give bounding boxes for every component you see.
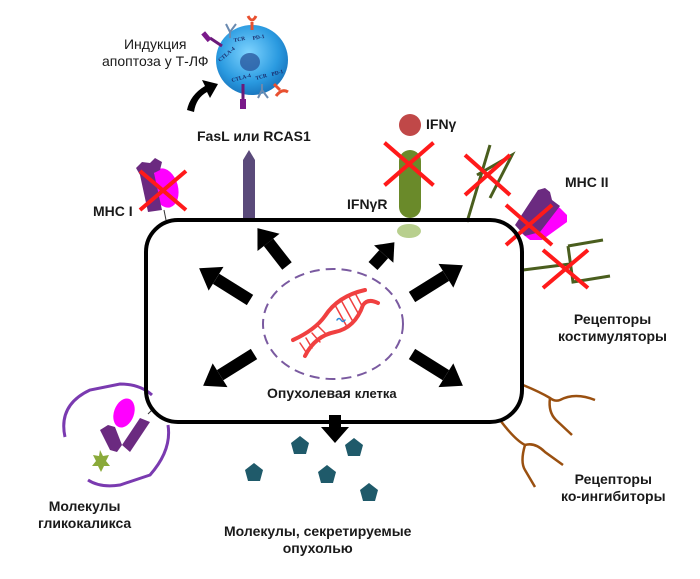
secreted-molecules [245, 436, 378, 501]
arrow-to-glycocalyx-icon [203, 348, 258, 388]
secreted-molecule-icon [318, 465, 336, 483]
tumor-cell-label-bold: Опухолевая [267, 385, 351, 401]
glycocalyx-molecule-icon [62, 382, 171, 488]
tcell-tcr-label-2: TCR [255, 73, 269, 82]
secreted-molecule-icon [291, 436, 309, 454]
apoptosis-arrow-icon [187, 80, 218, 112]
mhc2-blocked-cross-icon [504, 203, 554, 247]
fasl-label: FasL или RCAS1 [197, 128, 311, 144]
ifng-blocked-cross-icon [383, 141, 435, 187]
tcell-caption-line2: апоптоза у Т-ЛФ [102, 53, 209, 69]
ifng-ligand-icon [399, 114, 421, 136]
tcell-pd1-label: PD-1 [252, 34, 265, 42]
costim-label: Рецепторы костимуляторы [558, 311, 667, 345]
secreted-label-line2: опухолью [282, 540, 353, 556]
costim-label-line1: Рецепторы [573, 311, 652, 327]
tumor-cell-label: Опухолевая клетка [267, 385, 397, 402]
t-lymphocyte: TCR PD-1 CTLA-4 CTLA-4 TCR PD-1 [201, 15, 289, 109]
mhc2-label: MHC II [565, 174, 609, 190]
coinhibitory-receptor-icon [499, 383, 596, 488]
arrow-to-mhc1-icon [199, 266, 254, 306]
coinhib-label-line1: Рецепторы [574, 471, 652, 487]
tcell-receptor-tcr-icon [225, 23, 269, 99]
costim-label-line2: костимуляторы [558, 328, 668, 344]
tumor-cell-label-normal: клетка [354, 386, 397, 401]
secreted-molecule-icon [245, 463, 263, 481]
arrow-to-coinhib-icon [408, 348, 463, 388]
arrow-to-ifngr-icon [368, 242, 395, 271]
mhc1-label: MHC I [93, 203, 133, 219]
ifng-label: IFNγ [426, 116, 457, 132]
glyco-label-line2: гликокаликса [38, 515, 132, 531]
secreted-molecule-icon [345, 438, 363, 456]
glyco-label-line1: Молекулы [48, 498, 121, 514]
coinhib-label-line2: ко-ингибиторы [561, 488, 666, 504]
secreted-label: Молекулы, секретируемые опухолью [224, 523, 411, 557]
ifngr-label: IFNγR [347, 196, 388, 212]
nucleus-boundary [262, 268, 404, 380]
secreted-label-line1: Молекулы, секретируемые [224, 523, 412, 539]
secreted-molecule-icon [360, 483, 378, 501]
dna-helix-icon [291, 288, 380, 358]
arrow-to-secreted-icon [321, 415, 349, 443]
tcell-ctla4-label-2: CTLA-4 [231, 73, 252, 84]
tcell-receptor-pd1-icon [246, 15, 289, 97]
fasl-receptor-icon [243, 150, 255, 218]
costimulatory-receptor-2-icon [522, 238, 611, 284]
arrow-to-costim-icon [408, 263, 463, 303]
coinhib-label: Рецепторы ко-ингибиторы [561, 471, 666, 505]
tcell-caption-line1: Индукция [123, 36, 187, 52]
arrow-to-fasl-icon [257, 228, 292, 270]
tcell-pd1-label-2: PD-1 [271, 69, 284, 78]
tcell-caption: Индукция апоптоза у Т-ЛФ [102, 36, 209, 70]
tcell-tcr-label: TCR [233, 36, 246, 44]
mhc1-blocked-cross-icon [138, 169, 188, 212]
arrows [199, 228, 463, 443]
costim-blocked-cross-1-icon [463, 153, 512, 197]
costim-blocked-cross-2-icon [541, 248, 590, 290]
glyco-label: Молекулы гликокаликса [38, 498, 131, 532]
tcell-receptor-ctla4-icon [201, 31, 246, 109]
ifngr-internal-icon [397, 224, 421, 238]
